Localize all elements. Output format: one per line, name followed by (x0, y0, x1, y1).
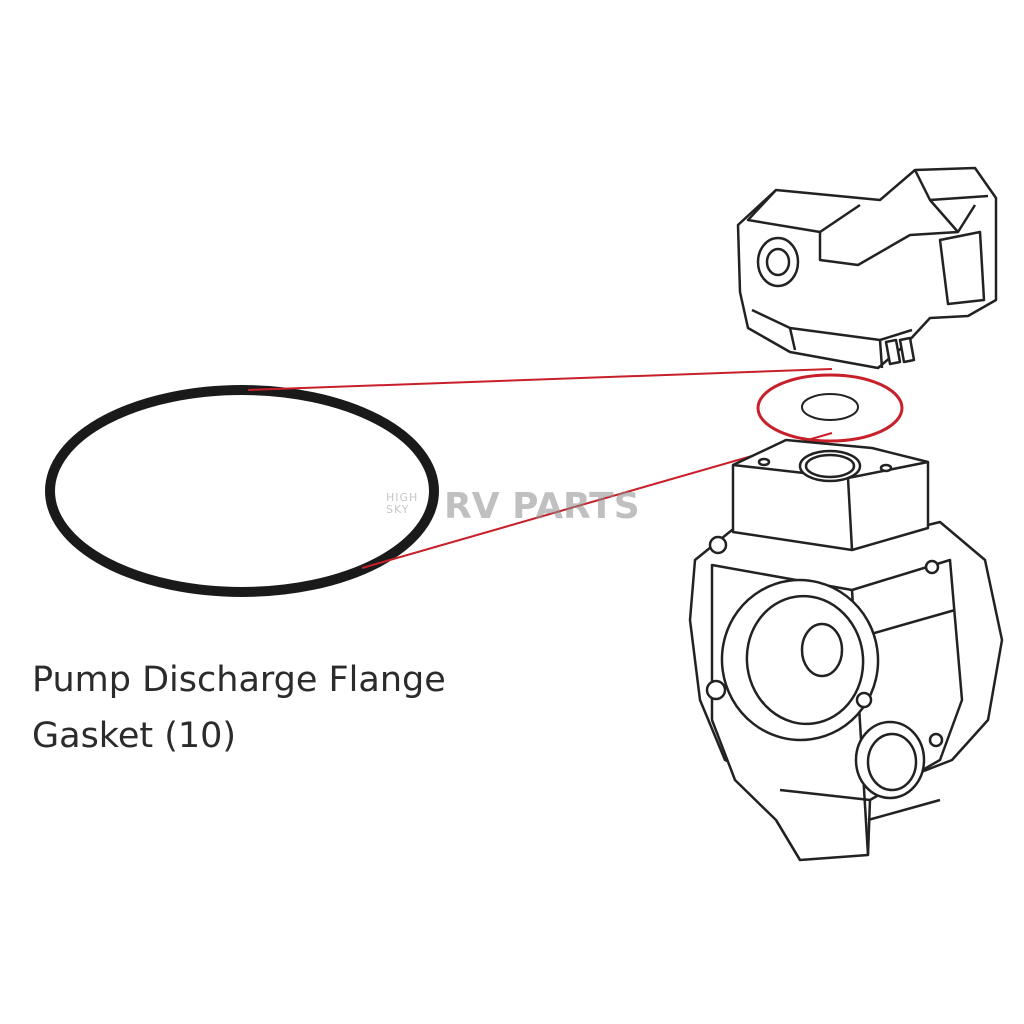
caption-line-2: Gasket (10) (32, 716, 237, 756)
caption-line-1: Pump Discharge Flange (32, 660, 446, 700)
gasket-oring (45, 385, 439, 597)
discharge-flange (736, 166, 998, 370)
pump-body (688, 438, 1004, 862)
gasket-location-ring (801, 393, 859, 421)
callout-circle (756, 373, 904, 443)
part-caption: Pump Discharge Flange Gasket (10) (32, 652, 446, 764)
